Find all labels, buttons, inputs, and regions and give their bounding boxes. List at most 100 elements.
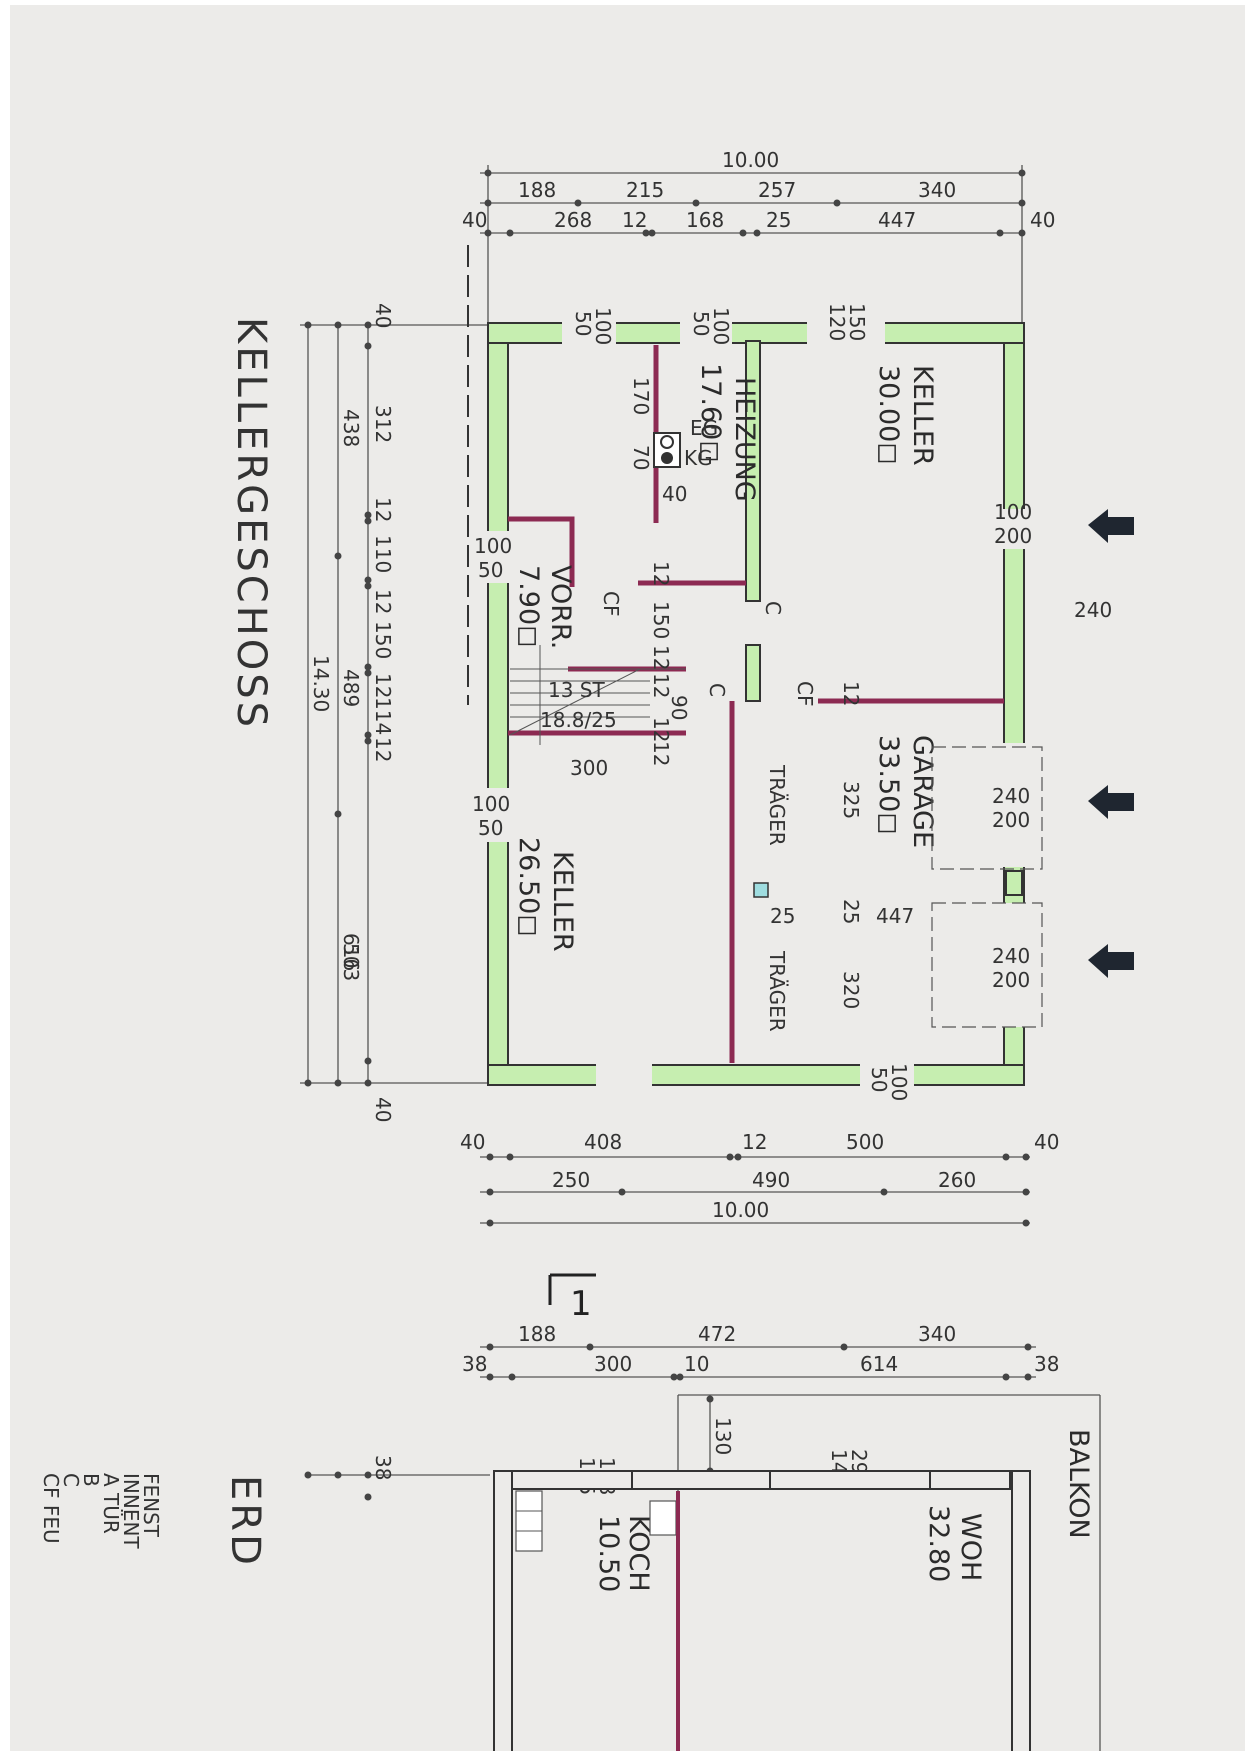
dim-inner-40b: 40 bbox=[371, 1097, 395, 1122]
dim-bot-490: 490 bbox=[752, 1168, 790, 1192]
label-eg: EG bbox=[690, 416, 718, 440]
dim-door1: 100 bbox=[474, 534, 512, 558]
dim-h70: 70 bbox=[629, 445, 653, 470]
svg-text:33.50◻: 33.50◻ bbox=[873, 735, 904, 835]
floor-title-keller: KELLERGESCHOSS bbox=[228, 317, 274, 730]
dim-s12e: 12 bbox=[649, 741, 673, 766]
stairs-count: 13 ST bbox=[548, 678, 606, 702]
dim-h40: 40 bbox=[662, 482, 687, 506]
label-cf-garage: CF bbox=[793, 681, 817, 706]
dim-inner-312: 312 bbox=[371, 405, 395, 443]
room-heizung: HEIZUNG 17.60◻ bbox=[695, 363, 760, 502]
dim-eg-38c: 38 bbox=[371, 1455, 395, 1480]
dim-inner-40a: 40 bbox=[371, 303, 395, 328]
inner-green-walls bbox=[745, 340, 761, 702]
dim-gar1: 240 bbox=[992, 784, 1030, 808]
column-post bbox=[753, 882, 769, 898]
svg-text:WOH: WOH bbox=[955, 1513, 986, 1581]
dim-w3: 150 bbox=[845, 303, 869, 341]
dim-w1: 100 bbox=[591, 307, 615, 345]
svg-text:B: B bbox=[79, 1473, 103, 1487]
dim-g447: 447 bbox=[876, 904, 914, 928]
dim-g25a: 25 bbox=[770, 904, 795, 928]
svg-text:VORR.: VORR. bbox=[545, 565, 576, 649]
room-keller-bottom: KELLER 26.50◻ bbox=[513, 837, 578, 952]
dim-top-168: 168 bbox=[686, 208, 724, 232]
chimney-block bbox=[653, 432, 681, 468]
svg-text:7.90◻: 7.90◻ bbox=[513, 565, 544, 648]
bottom-dimension-chain bbox=[480, 1153, 1030, 1227]
top-dimension-chain bbox=[480, 165, 1026, 335]
dim-door3b: 50 bbox=[867, 1067, 891, 1092]
dim-s12c: 12 bbox=[649, 673, 673, 698]
room-koch: KOCH 10.50 bbox=[593, 1515, 654, 1592]
entrance-arrows bbox=[1088, 509, 1134, 978]
dim-inner-12d: 12 bbox=[371, 737, 395, 762]
left-dimension-chain bbox=[300, 321, 490, 1087]
dim-top-total: 10.00 bbox=[722, 148, 779, 172]
dim-eg-614: 614 bbox=[860, 1352, 898, 1376]
dim-eg-340: 340 bbox=[918, 1322, 956, 1346]
floor-title-erd: ERD bbox=[222, 1475, 268, 1568]
dim-s300: 300 bbox=[570, 756, 608, 780]
dim-w2: 100 bbox=[709, 307, 733, 345]
dim-bot-260: 260 bbox=[938, 1168, 976, 1192]
svg-text:32.80: 32.80 bbox=[923, 1505, 954, 1582]
garage-door-outline bbox=[931, 746, 1043, 1028]
room-wohn: WOH 32.80 bbox=[923, 1505, 986, 1582]
dim-inner-114: 114 bbox=[371, 697, 395, 735]
label-c-2: C bbox=[705, 683, 729, 697]
dim-top-12: 12 bbox=[622, 208, 647, 232]
label-kg: KG bbox=[684, 446, 713, 470]
svg-text:17.60◻: 17.60◻ bbox=[695, 363, 726, 463]
room-keller-top: KELLER 30.00◻ bbox=[873, 365, 938, 466]
dim-top-257: 257 bbox=[758, 178, 796, 202]
dim-inner-12b: 12 bbox=[371, 589, 395, 614]
wall-openings bbox=[487, 322, 1025, 1086]
dim-door2b: 50 bbox=[478, 816, 503, 840]
svg-text:C: C bbox=[59, 1473, 83, 1487]
legend: FENST INNENT A TÜR B C CF FEU bbox=[39, 1473, 163, 1549]
dim-top-340: 340 bbox=[918, 178, 956, 202]
svg-text:HEIZUNG: HEIZUNG bbox=[729, 377, 760, 502]
dim-w1b: 50 bbox=[571, 311, 595, 336]
dim-s150: 150 bbox=[649, 601, 673, 639]
dim-g25b: 25 bbox=[839, 899, 863, 924]
svg-text:30.00◻: 30.00◻ bbox=[873, 365, 904, 465]
label-c-1: C bbox=[761, 601, 785, 615]
dim-top-40a: 40 bbox=[462, 208, 487, 232]
svg-text:KOCH: KOCH bbox=[623, 1515, 654, 1592]
plan-sheet: KELLERGESCHOSS ERD 10.00 188 215 257 340… bbox=[10, 5, 1245, 1751]
dim-top-40b: 40 bbox=[1030, 208, 1055, 232]
dim-gar2: 240 bbox=[992, 944, 1030, 968]
dim-bot-40a: 40 bbox=[460, 1130, 485, 1154]
dim-g12: 12 bbox=[839, 681, 863, 706]
svg-text:KELLER: KELLER bbox=[907, 365, 938, 466]
label-traeger-1: TRÄGER bbox=[765, 764, 789, 846]
label-traeger-2: TRÄGER bbox=[765, 950, 789, 1032]
dim-w2b: 50 bbox=[689, 311, 713, 336]
dim-eg-130: 130 bbox=[711, 1417, 735, 1455]
room-vorr: VORR. 7.90◻ bbox=[513, 565, 576, 649]
staircase bbox=[509, 645, 686, 745]
dim-bot-250: 250 bbox=[552, 1168, 590, 1192]
svg-text:10.50: 10.50 bbox=[593, 1515, 624, 1592]
dim-door3: 100 bbox=[887, 1063, 911, 1101]
dim-eg-38b: 38 bbox=[1034, 1352, 1059, 1376]
dim-bot-500: 500 bbox=[846, 1130, 884, 1154]
svg-text:CF FEU: CF FEU bbox=[39, 1473, 63, 1544]
dim-ext240: 240 bbox=[1074, 598, 1112, 622]
label-cf-vorr: CF bbox=[599, 591, 623, 616]
dim-w3b: 120 bbox=[825, 303, 849, 341]
dim-eg-300: 300 bbox=[594, 1352, 632, 1376]
dim-left-489: 489 bbox=[339, 669, 363, 707]
room-balkon: BALKON bbox=[1063, 1429, 1094, 1539]
dim-inner-110: 110 bbox=[371, 535, 395, 573]
dim-g320: 320 bbox=[839, 971, 863, 1009]
dim-left-438: 438 bbox=[339, 409, 363, 447]
dim-left-total: 14.30 bbox=[309, 655, 333, 712]
room-garage: GARAGE 33.50◻ bbox=[873, 735, 938, 848]
svg-text:GARAGE: GARAGE bbox=[907, 735, 938, 848]
dim-bot-12: 12 bbox=[742, 1130, 767, 1154]
dim-top-25: 25 bbox=[766, 208, 791, 232]
